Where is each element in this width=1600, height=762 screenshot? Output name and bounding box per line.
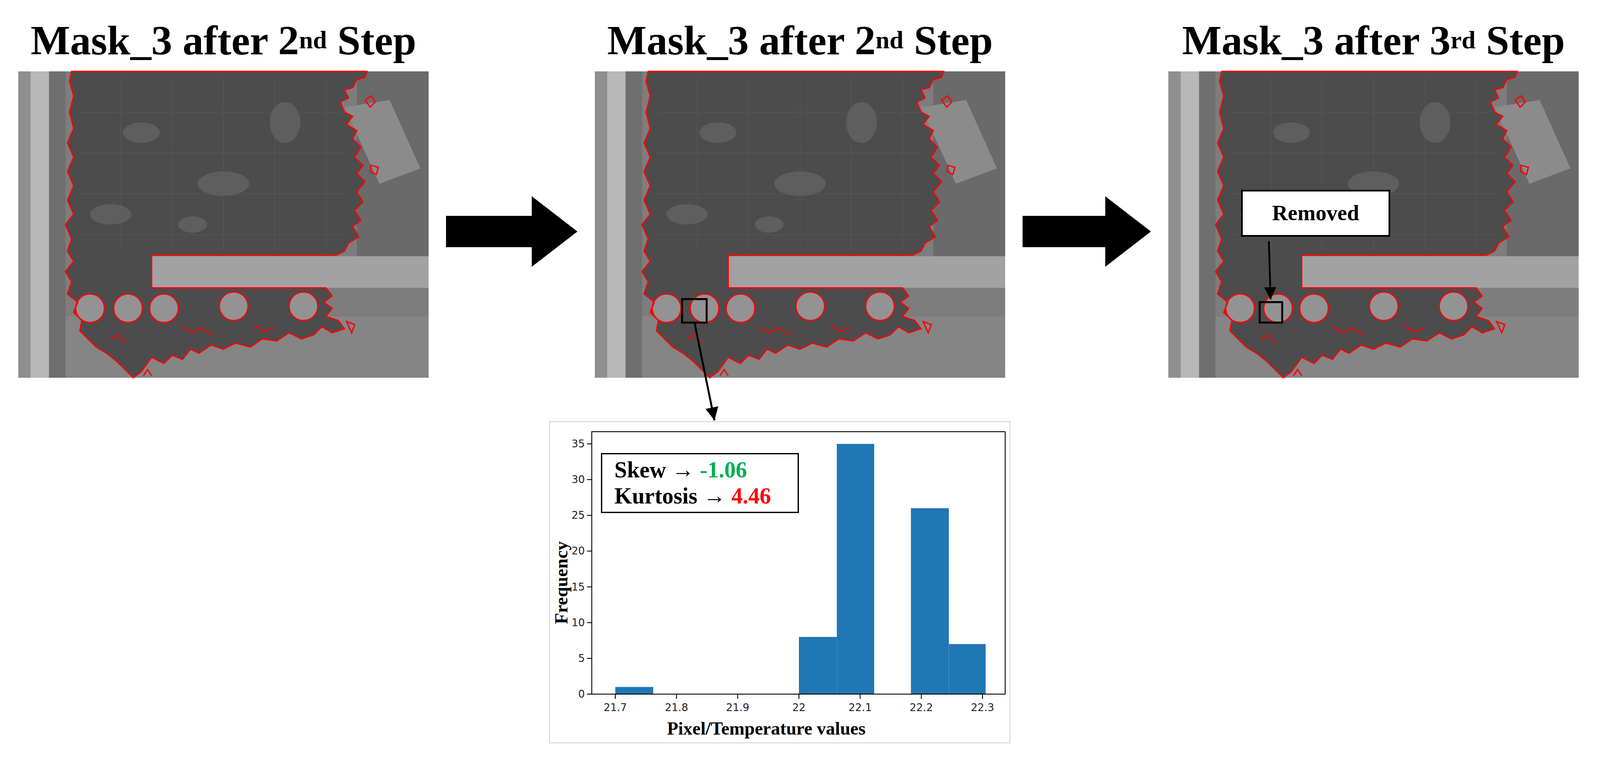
tick-label: 22.2 [909, 701, 933, 714]
image-panel: Removed Mask_3 after 3rd Step [1168, 8, 1579, 378]
callout-box: Removed [1241, 189, 1391, 237]
tick-label: 10 [571, 616, 585, 629]
block-arrow [1022, 196, 1151, 267]
stat-line: Skew → -1.06 [614, 456, 748, 484]
leader-arrow [694, 322, 715, 421]
tick-label: 22.3 [970, 701, 994, 714]
panel-title: Mask_3 after 3rd Step [1168, 8, 1579, 72]
axes-frame [591, 431, 1006, 695]
panel-title: Mask_3 after 2nd Step [594, 8, 1006, 72]
stats-box: Skew → -1.06Kurtosis → 4.46 [600, 452, 799, 514]
image-panel: Mask_3 after 2nd Step [594, 8, 1006, 378]
tick-label: 22.1 [848, 701, 872, 714]
callout-text: Removed [1272, 200, 1360, 226]
selection-square [681, 298, 707, 323]
tick-label: 25 [571, 509, 585, 522]
tick-label: 21.8 [664, 701, 688, 714]
tick-label: 30 [571, 473, 585, 486]
thermal-image [1168, 71, 1579, 378]
histogram-chart: Skew → -1.06Kurtosis → 4.46FrequencyPixe… [549, 421, 1011, 744]
axis-title: Pixel/Temperature values [667, 717, 866, 739]
thermal-panel [1168, 71, 1579, 378]
tick-label: 5 [578, 652, 585, 665]
image-panel: Mask_3 after 2nd Step [18, 8, 429, 378]
histogram-plot [587, 431, 1006, 699]
axis-ticks [587, 443, 983, 699]
tick-label: 21.9 [726, 701, 750, 714]
selection-square [1259, 301, 1283, 323]
thermal-panel [18, 71, 429, 378]
tick-label: 0 [578, 687, 585, 701]
thermal-panel [594, 71, 1006, 378]
tick-label: 22 [792, 701, 806, 714]
thermal-image [18, 71, 429, 378]
panel-title: Mask_3 after 2nd Step [18, 8, 429, 72]
stat-line: Kurtosis → 4.46 [614, 483, 772, 510]
tick-label: 15 [571, 580, 585, 594]
block-arrow [446, 196, 578, 267]
tick-label: 35 [571, 437, 585, 450]
tick-label: 20 [571, 544, 585, 557]
axis-title: Frequency [550, 541, 572, 625]
thermal-image [594, 71, 1006, 378]
leader-arrow [1268, 241, 1271, 300]
tick-label: 21.7 [603, 701, 627, 714]
